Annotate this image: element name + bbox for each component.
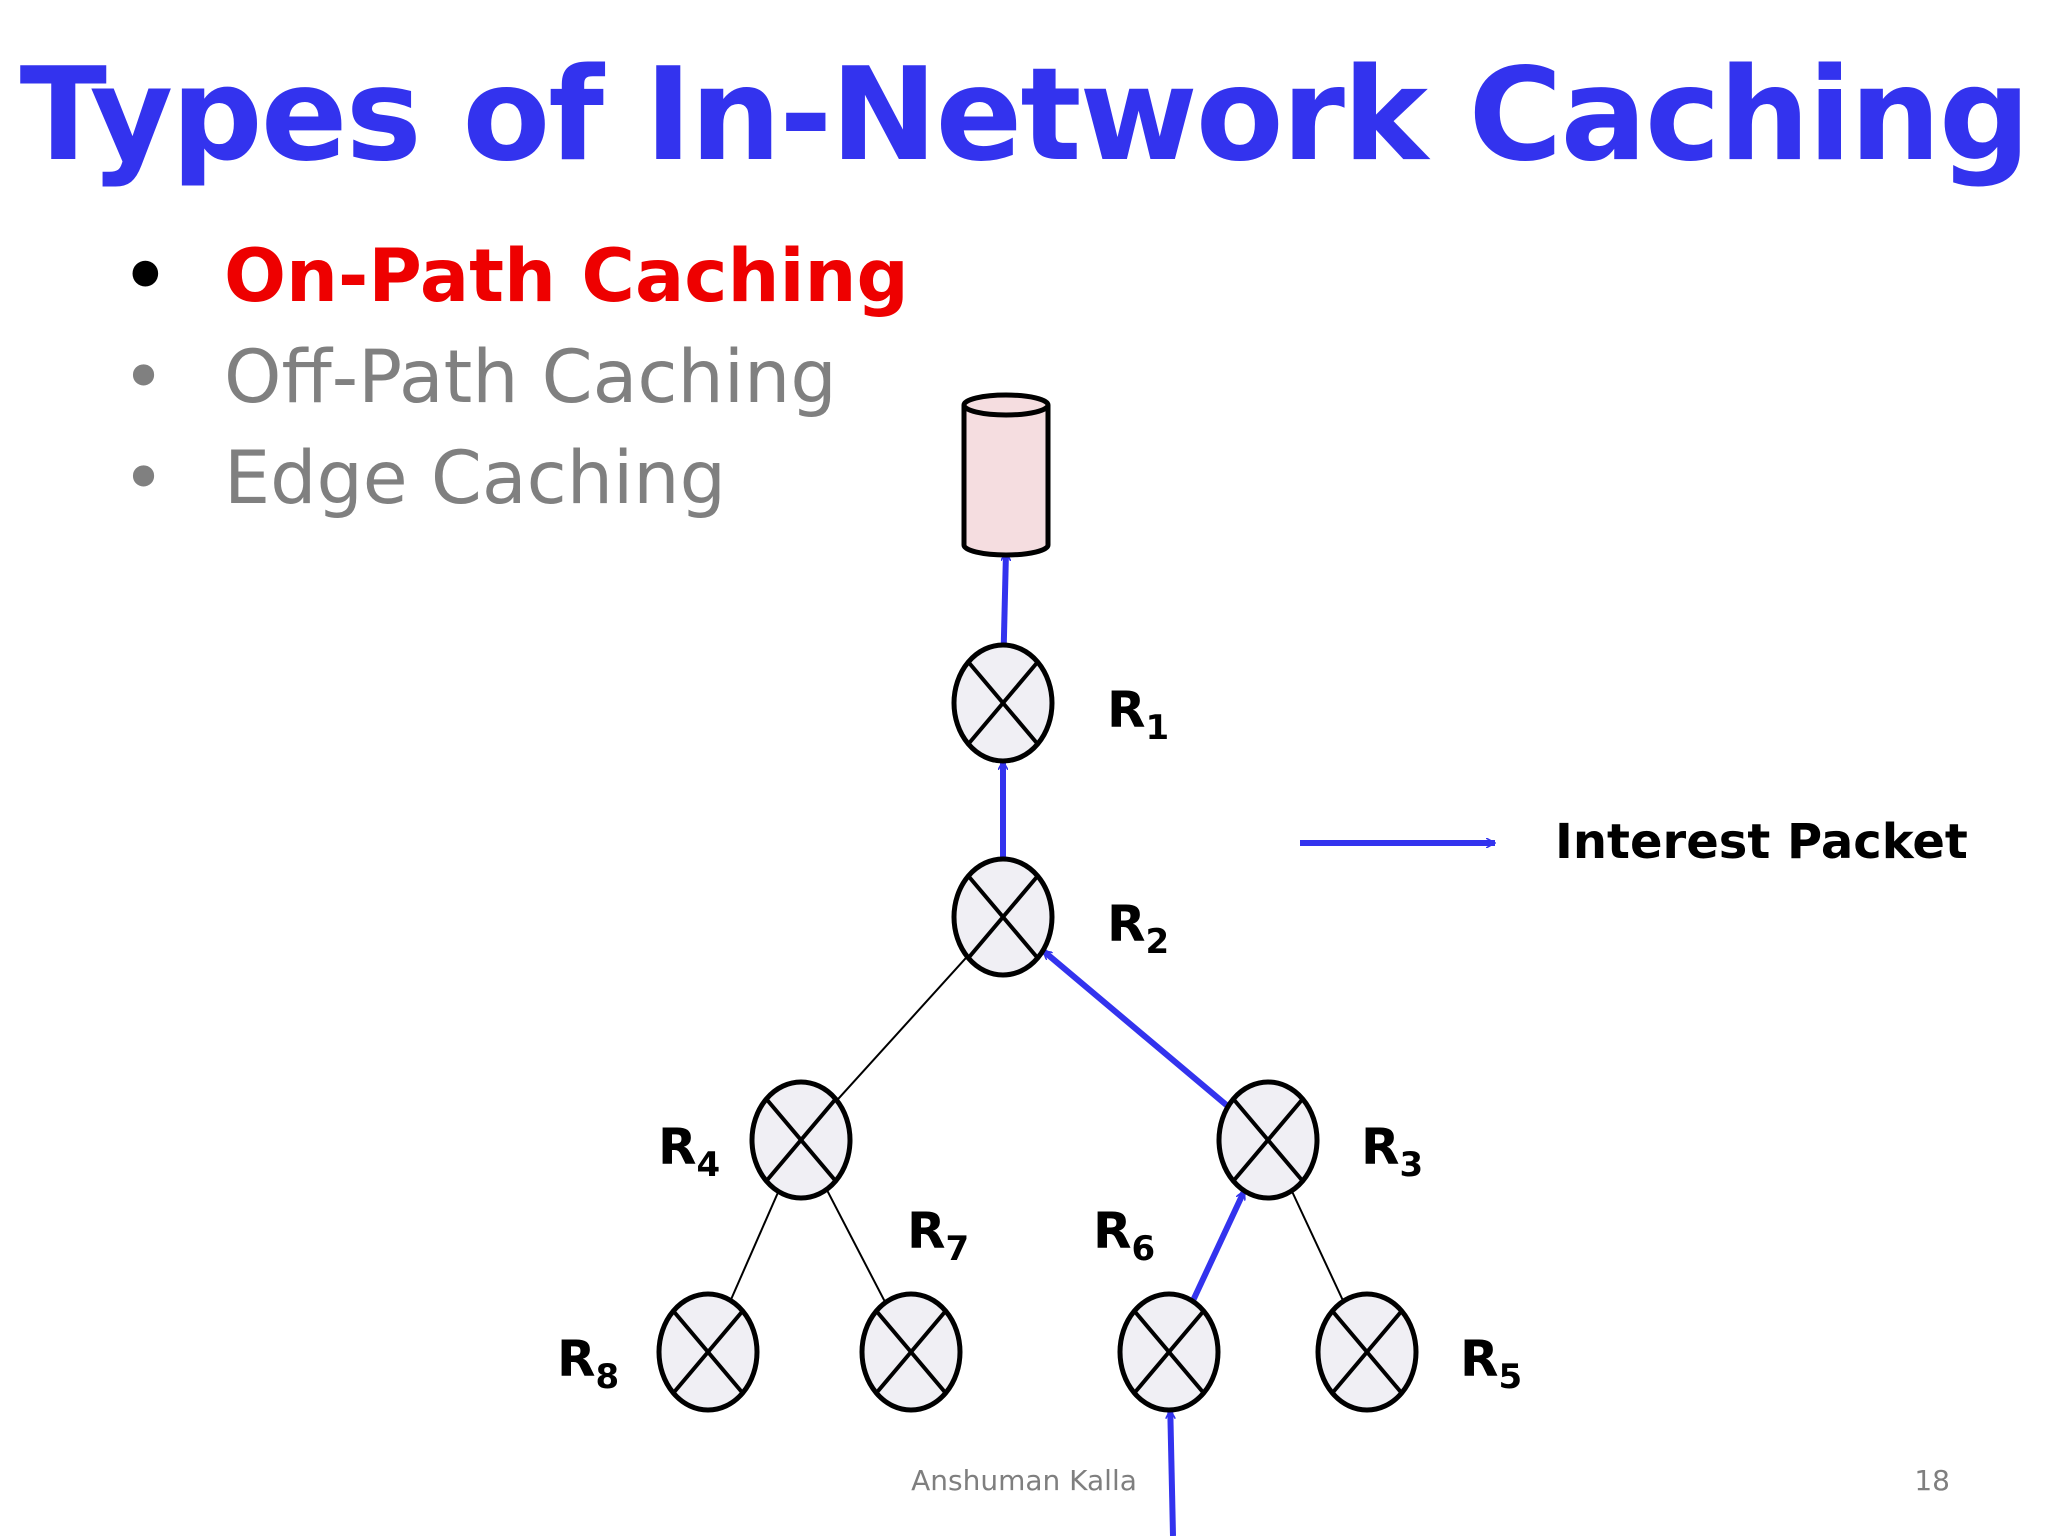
router-label-r1: R1 bbox=[1107, 681, 1169, 748]
router-label-r3: R3 bbox=[1361, 1118, 1423, 1185]
page-number: 18 bbox=[1914, 1464, 1950, 1497]
router-label-r5: R5 bbox=[1460, 1330, 1522, 1397]
footer-author: Anshuman Kalla bbox=[911, 1464, 1137, 1497]
link-r4-r7 bbox=[825, 1188, 887, 1304]
router-label-r8: R8 bbox=[557, 1330, 619, 1397]
link-r2-r4 bbox=[836, 955, 968, 1102]
interest-arrow-r6-to-r3 bbox=[1189, 1191, 1248, 1303]
router-r3-router-cross-circle-icon bbox=[1216, 1079, 1320, 1201]
link-r4-r8 bbox=[729, 1191, 780, 1301]
database-cylinder-icon bbox=[961, 392, 1051, 558]
bullet-text: Off-Path Caching bbox=[224, 335, 837, 420]
interest-arrow-r1-to-server bbox=[1000, 552, 1006, 646]
router-label-r4: R4 bbox=[658, 1118, 720, 1185]
bullet-item-on-path: • On-Path Caching bbox=[118, 226, 909, 327]
bullet-dot: • bbox=[122, 234, 169, 319]
router-r7-router-cross-circle-icon bbox=[859, 1291, 963, 1413]
router-label-r7: R7 bbox=[907, 1202, 969, 1269]
link-r3-r5 bbox=[1290, 1190, 1345, 1302]
router-r2-router-cross-circle-icon bbox=[951, 856, 1055, 978]
links-layer bbox=[729, 552, 1345, 1536]
slide-title: Types of In-Network Caching bbox=[19, 41, 2031, 190]
bullet-item-edge: • Edge Caching bbox=[118, 428, 909, 529]
bullet-text: On-Path Caching bbox=[224, 234, 909, 319]
router-label-r6: R6 bbox=[1093, 1202, 1155, 1269]
router-r8-router-cross-circle-icon bbox=[656, 1291, 760, 1413]
interest-arrow-r3-to-r2 bbox=[1041, 948, 1230, 1109]
bullet-dot: • bbox=[122, 335, 166, 420]
interest-arrow-client-to-r6 bbox=[1170, 1410, 1176, 1536]
router-label-r2: R2 bbox=[1107, 895, 1169, 962]
bullet-text: Edge Caching bbox=[224, 436, 726, 521]
bullet-list: • On-Path Caching • Off-Path Caching • E… bbox=[118, 226, 909, 529]
nodes-layer bbox=[656, 392, 1419, 1413]
bullet-dot: • bbox=[122, 436, 166, 521]
router-r6-router-cross-circle-icon bbox=[1117, 1291, 1221, 1413]
legend-label: Interest Packet bbox=[1555, 814, 1968, 870]
router-r1-router-cross-circle-icon bbox=[951, 642, 1055, 764]
router-r5-router-cross-circle-icon bbox=[1315, 1291, 1419, 1413]
router-r4-router-cross-circle-icon bbox=[749, 1079, 853, 1201]
bullet-item-off-path: • Off-Path Caching bbox=[118, 327, 909, 428]
